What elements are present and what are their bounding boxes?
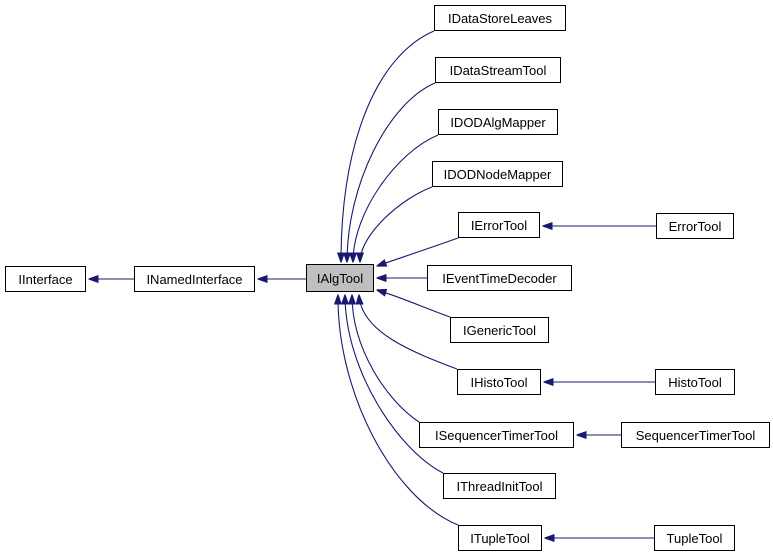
edge-idodnodemapper-ialgtool	[360, 186, 433, 262]
node-tupletool[interactable]: TupleTool	[654, 525, 735, 551]
node-ialgtool[interactable]: IAlgTool	[306, 264, 374, 292]
node-ierrortool[interactable]: IErrorTool	[458, 212, 540, 238]
edge-ihistotool-ialgtool	[359, 295, 458, 370]
edge-ithreadinittool-ialgtool	[345, 295, 444, 474]
node-ihistotool[interactable]: IHistoTool	[457, 369, 541, 395]
node-histotool[interactable]: HistoTool	[655, 369, 735, 395]
node-ithreadinittool[interactable]: IThreadInitTool	[443, 473, 556, 499]
node-isequencertimertool[interactable]: ISequencerTimerTool	[419, 422, 574, 448]
node-sequencertimertool[interactable]: SequencerTimerTool	[621, 422, 770, 448]
edge-idatastreamtool-ialgtool	[347, 82, 436, 262]
node-idodalgmapper[interactable]: IDODAlgMapper	[438, 109, 558, 135]
node-igenerictool[interactable]: IGenericTool	[450, 317, 549, 343]
node-iinterface[interactable]: IInterface	[5, 266, 86, 292]
edge-ierrortool-ialgtool	[377, 237, 459, 266]
node-ieventtimedecoder[interactable]: IEventTimeDecoder	[427, 265, 572, 291]
edge-isequencertimertool-ialgtool	[352, 295, 420, 423]
edge-igenerictool-ialgtool	[377, 290, 451, 318]
node-idatastreamtool[interactable]: IDataStreamTool	[435, 57, 561, 83]
edge-idodalgmapper-ialgtool	[353, 134, 439, 262]
node-inamedinterface[interactable]: INamedInterface	[134, 266, 255, 292]
node-idatastoreleaves[interactable]: IDataStoreLeaves	[434, 5, 566, 31]
node-errortool[interactable]: ErrorTool	[656, 213, 734, 239]
node-itupletool[interactable]: ITupleTool	[458, 525, 542, 551]
edge-itupletool-ialgtool	[338, 295, 459, 526]
node-idodnodemapper[interactable]: IDODNodeMapper	[432, 161, 563, 187]
edge-idatastoreleaves-ialgtool	[341, 30, 435, 262]
